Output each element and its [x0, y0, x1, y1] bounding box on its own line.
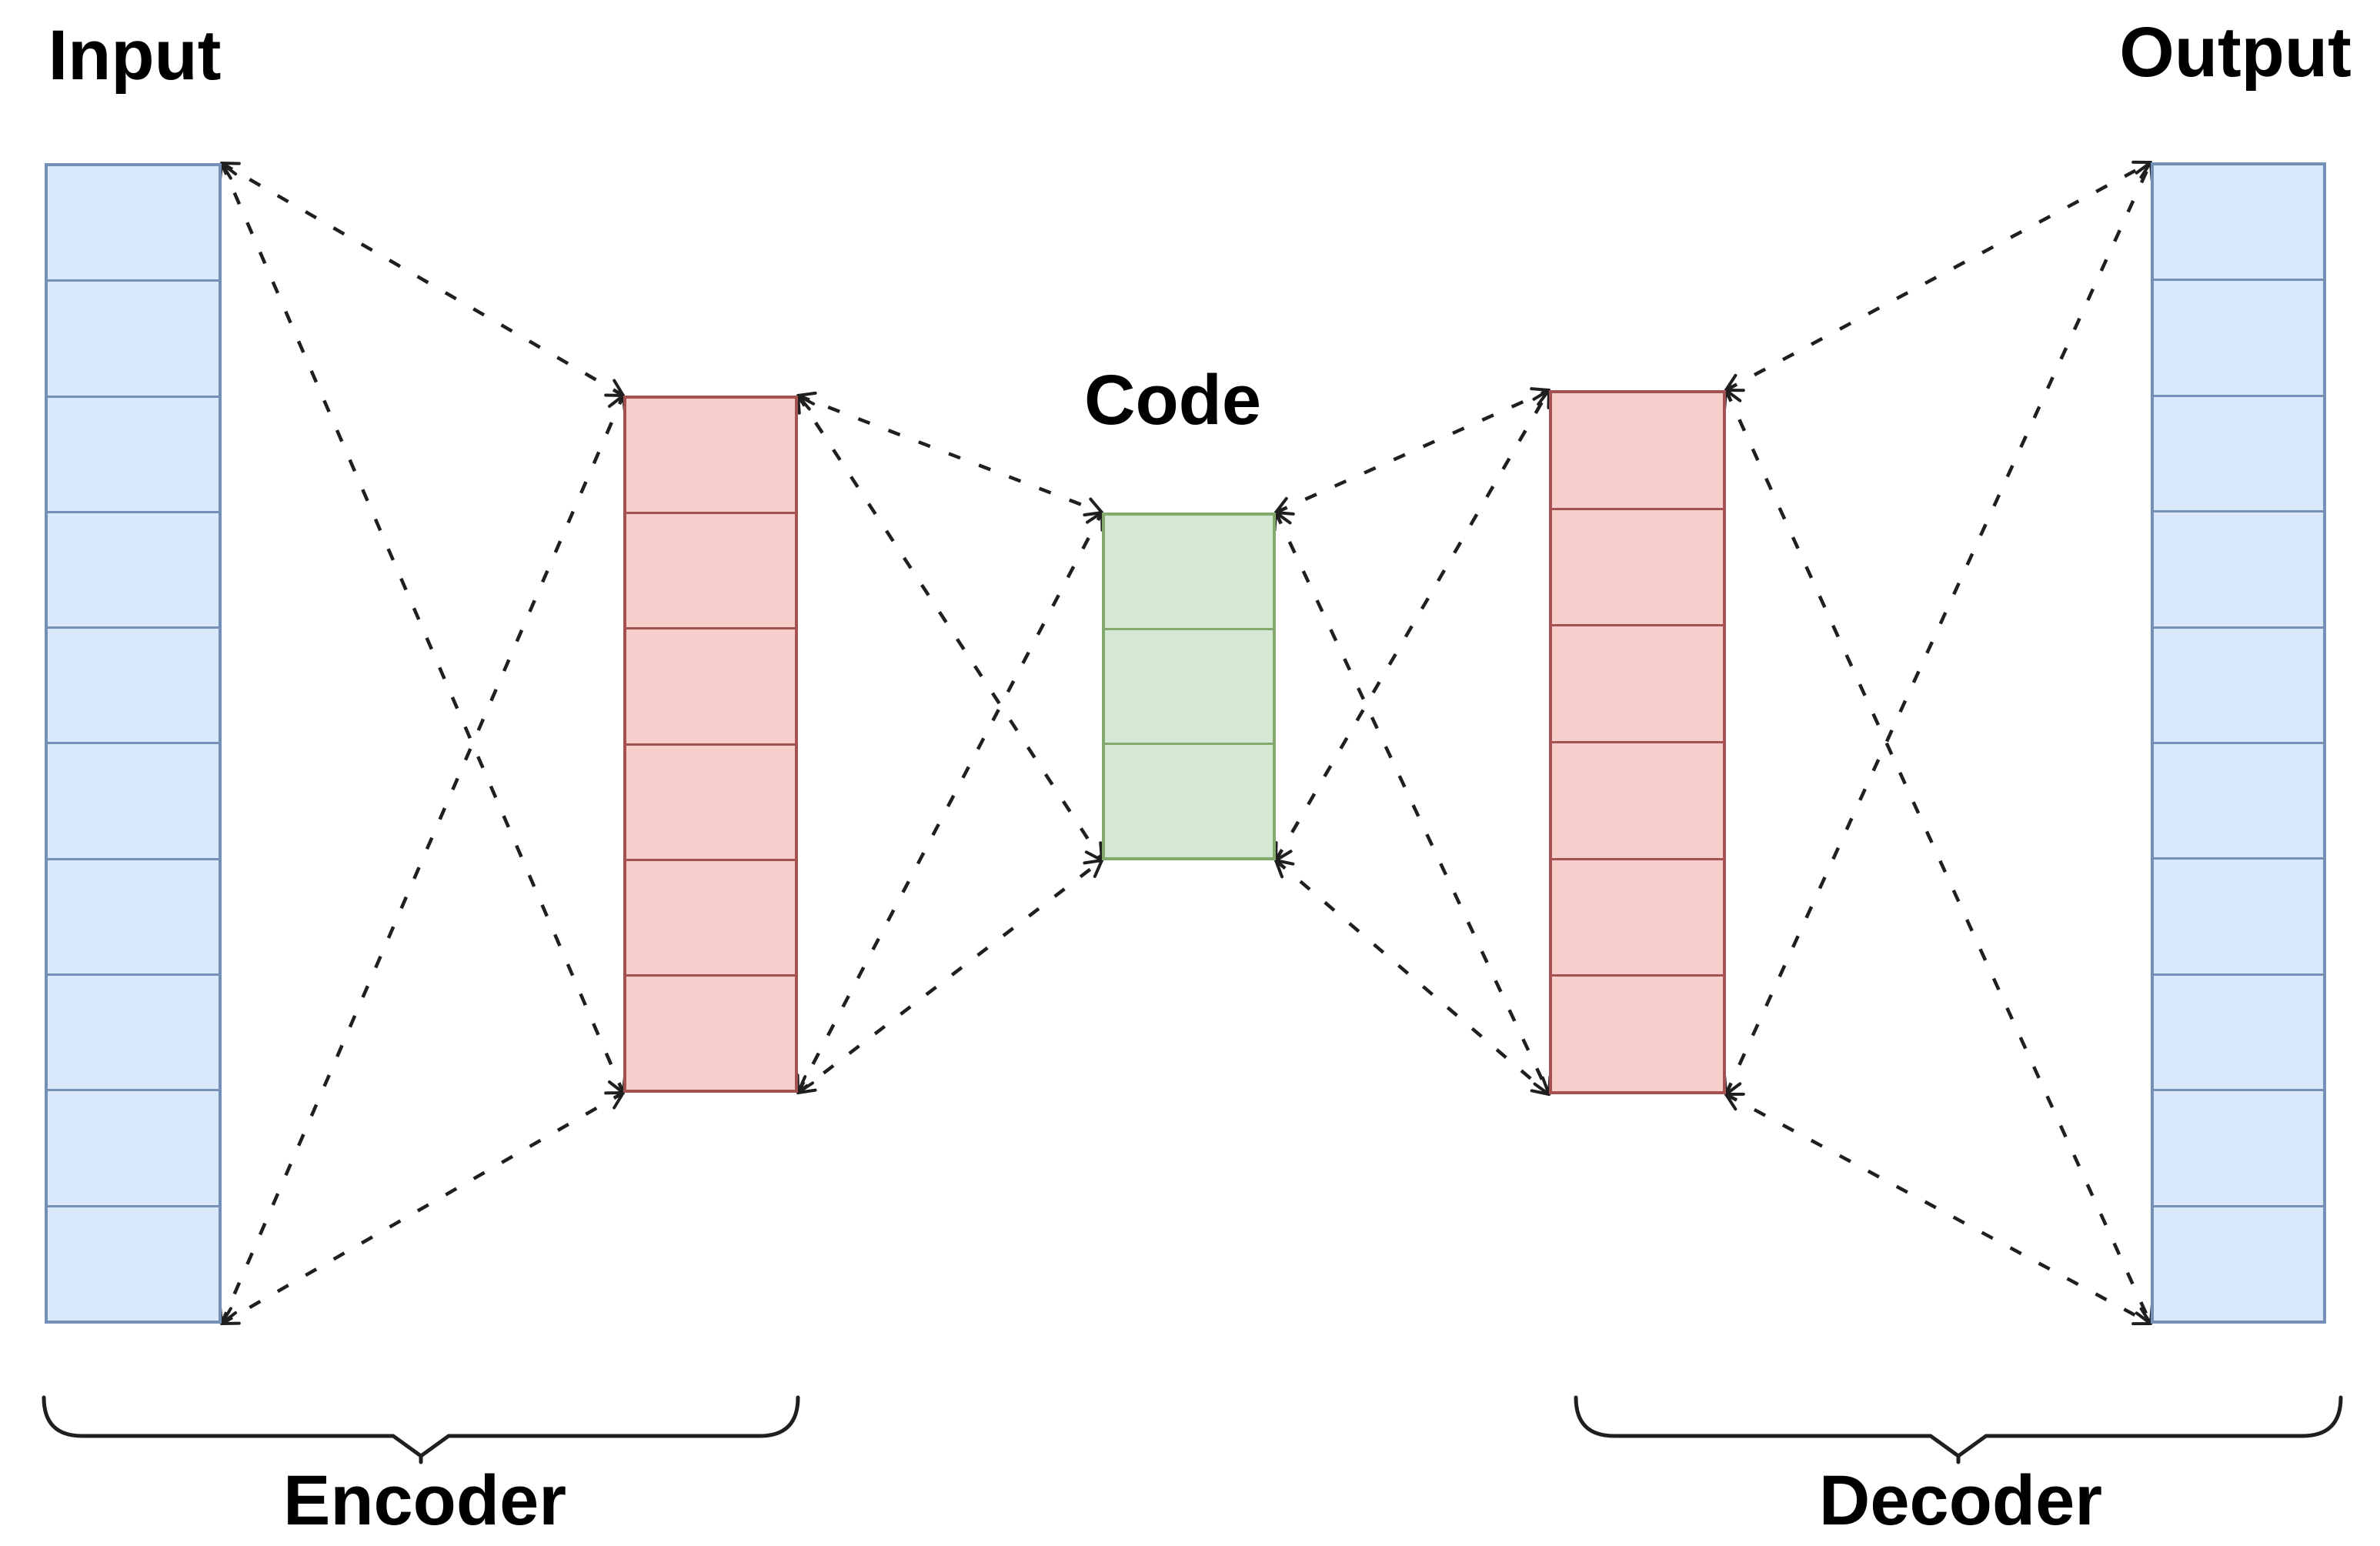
encoder-brace: [42, 1395, 800, 1464]
input-unit-6: [48, 744, 219, 860]
decoder-brace: [1574, 1395, 2343, 1464]
hidden2-unit-2: [1552, 510, 1723, 627]
wire-input-to-hidden1-4: [220, 1091, 625, 1325]
hidden2-unit-3: [1552, 626, 1723, 744]
input-unit-10: [48, 1207, 219, 1321]
decoder-label: Decoder: [1818, 1461, 2103, 1540]
dashed-connection-lines: [218, 160, 2154, 1326]
output-unit-6: [2154, 744, 2323, 860]
output-unit-3: [2154, 397, 2323, 513]
hidden1-layer-column: [623, 396, 798, 1093]
wire-code-to-hidden2-3: [1274, 389, 1551, 862]
output-unit-2: [2154, 281, 2323, 397]
output-unit-5: [2154, 629, 2323, 745]
wire-input-to-hidden1-1: [220, 162, 625, 397]
hidden1-unit-6: [626, 977, 795, 1090]
wire-hidden2-to-output-2: [1723, 389, 2154, 1325]
wire-hidden2-to-output-4: [1724, 1092, 2152, 1326]
input-label: Input: [48, 16, 222, 95]
wire-code-to-hidden2-1: [1274, 387, 1551, 516]
input-unit-4: [48, 513, 219, 629]
hidden2-unit-5: [1552, 860, 1723, 977]
output-unit-4: [2154, 513, 2323, 629]
output-unit-10: [2154, 1207, 2323, 1321]
hidden1-unit-1: [626, 399, 795, 515]
hidden1-unit-2: [626, 514, 795, 630]
wire-hidden1-to-code-4: [796, 859, 1103, 1094]
code-label: Code: [1084, 361, 1261, 439]
wire-input-to-hidden1-2: [218, 162, 627, 1094]
hidden1-unit-3: [626, 629, 795, 746]
wire-hidden2-to-output-1: [1724, 160, 2152, 392]
code-layer-column: [1102, 513, 1276, 860]
input-unit-7: [48, 860, 219, 977]
wire-code-to-hidden2-2: [1273, 511, 1552, 1096]
input-unit-2: [48, 282, 219, 398]
output-unit-1: [2154, 165, 2323, 282]
encoder-label: Encoder: [282, 1461, 567, 1540]
output-unit-8: [2154, 976, 2323, 1092]
wire-hidden1-to-code-2: [796, 394, 1103, 862]
hidden1-unit-5: [626, 861, 795, 977]
output-layer-column: [2151, 162, 2326, 1324]
wire-code-to-hidden2-4: [1274, 859, 1551, 1096]
input-unit-9: [48, 1091, 219, 1207]
output-unit-9: [2154, 1091, 2323, 1207]
code-unit-2: [1105, 630, 1273, 745]
output-unit-7: [2154, 860, 2323, 976]
input-unit-5: [48, 629, 219, 745]
wire-hidden2-to-output-3: [1723, 161, 2154, 1096]
hidden2-layer-column: [1549, 390, 1726, 1094]
hidden1-unit-4: [626, 746, 795, 861]
hidden2-unit-1: [1552, 393, 1723, 510]
curly-braces: [42, 1395, 2343, 1464]
wire-hidden1-to-code-3: [796, 511, 1104, 1094]
code-unit-1: [1105, 516, 1273, 630]
input-unit-3: [48, 398, 219, 513]
output-label: Output: [2119, 13, 2352, 92]
input-layer-column: [45, 163, 222, 1324]
wire-hidden1-to-code-1: [796, 391, 1103, 517]
hidden2-unit-6: [1552, 977, 1723, 1091]
input-unit-1: [48, 166, 219, 282]
hidden2-unit-4: [1552, 743, 1723, 860]
wire-input-to-hidden1-3: [218, 394, 627, 1325]
input-unit-8: [48, 976, 219, 1092]
code-unit-3: [1105, 745, 1273, 857]
